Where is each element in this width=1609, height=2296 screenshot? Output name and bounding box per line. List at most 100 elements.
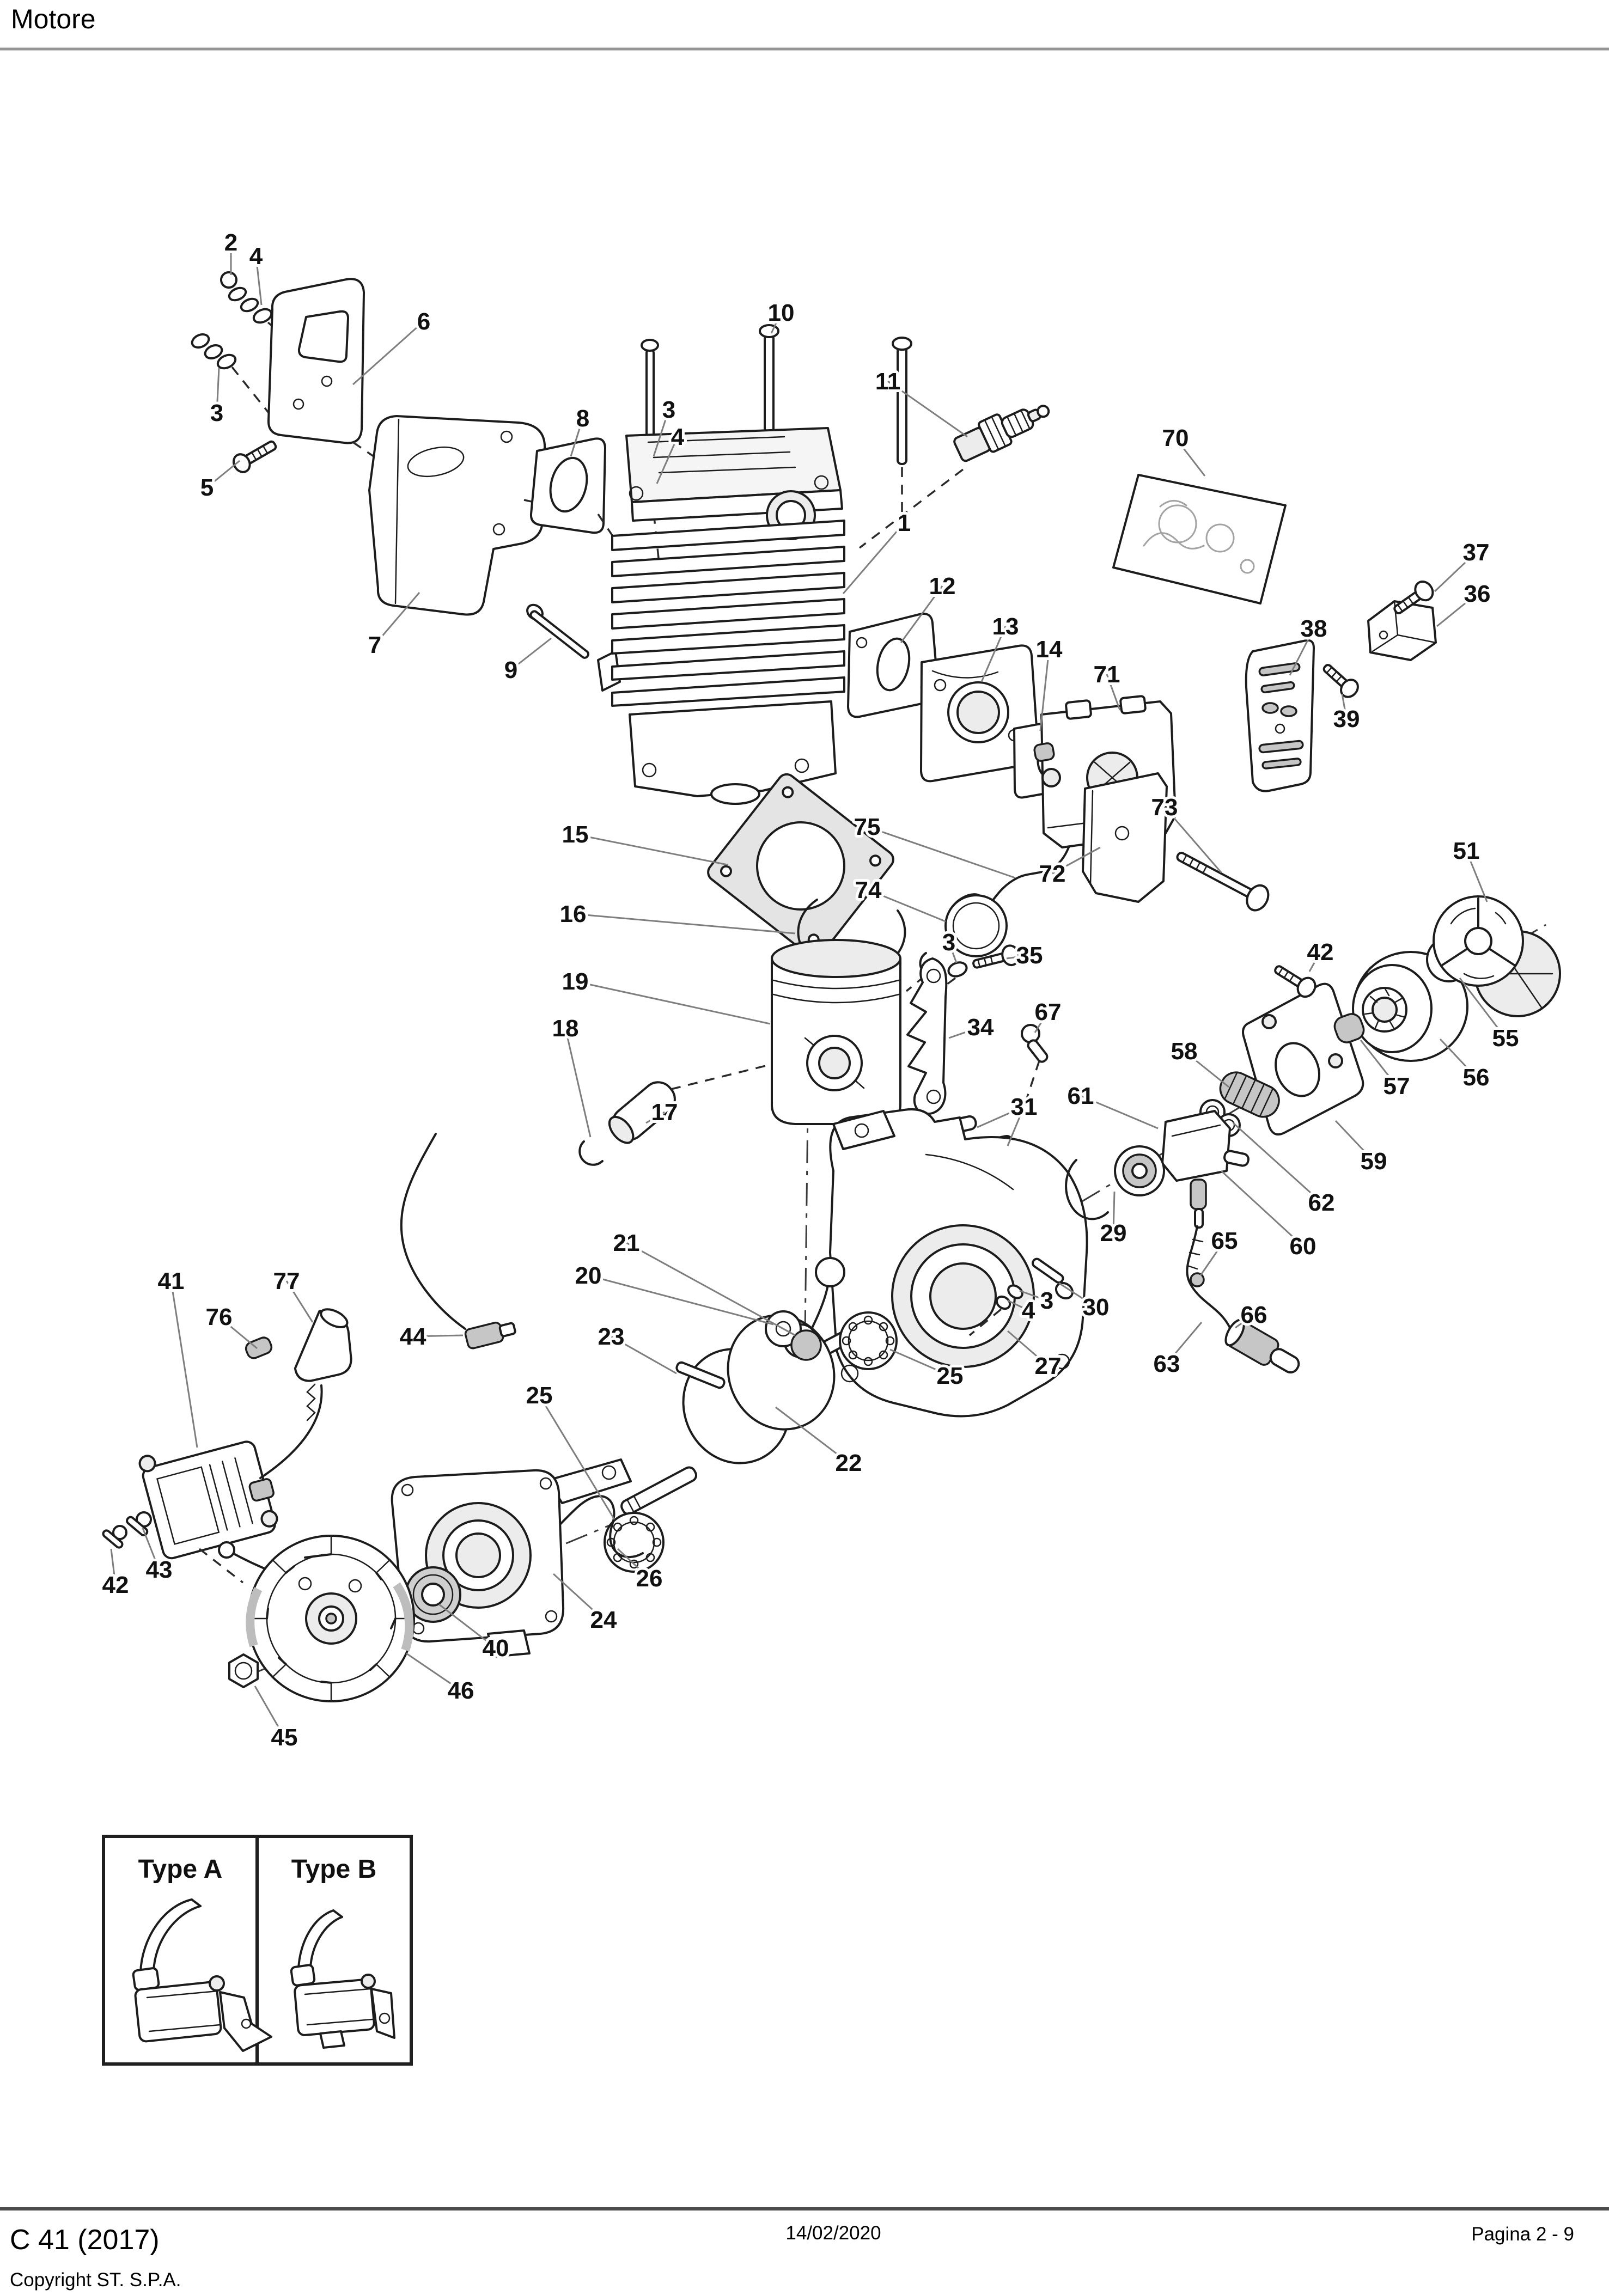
part-callout-39: 39 bbox=[1331, 693, 1362, 735]
part-number-label: 71 bbox=[1094, 661, 1120, 688]
part-number-label: 16 bbox=[560, 901, 587, 927]
type-b-coil-drawing bbox=[290, 1909, 395, 2049]
leader-line bbox=[1007, 1106, 1025, 1146]
part-callout-24: 24 bbox=[552, 1573, 620, 1636]
footer-page-number: Pagina 2 - 9 bbox=[1471, 2224, 1574, 2245]
leader-line bbox=[110, 1548, 117, 1585]
leader-line bbox=[588, 1274, 774, 1326]
screw-39 bbox=[1322, 664, 1359, 698]
part-number-label: 35 bbox=[1016, 942, 1043, 969]
leader-line bbox=[206, 460, 240, 488]
part-callout-65: 65 bbox=[1199, 1225, 1240, 1276]
chain-catcher-34 bbox=[906, 957, 948, 1115]
leader-line bbox=[842, 522, 905, 594]
part-number-label: 2 bbox=[224, 229, 237, 256]
screw-30-set bbox=[968, 1257, 1074, 1336]
part-number-label: 55 bbox=[1492, 1025, 1519, 1052]
part-number-label: 3 bbox=[662, 396, 675, 423]
leader-line bbox=[1184, 1050, 1229, 1088]
part-callout-14: 14 bbox=[1033, 633, 1065, 731]
part-number-label: 15 bbox=[562, 821, 589, 848]
part-number-label: 65 bbox=[1211, 1228, 1238, 1254]
part-callout-22: 22 bbox=[775, 1406, 864, 1479]
leader-line bbox=[1052, 846, 1101, 875]
part-callout-44: 44 bbox=[397, 1321, 464, 1353]
leader-line bbox=[980, 626, 1007, 682]
type-a-label: Type A bbox=[138, 1855, 223, 1884]
guard-plate-38 bbox=[1245, 639, 1315, 792]
leader-line bbox=[1166, 1322, 1203, 1364]
piston-assembly bbox=[578, 773, 940, 1166]
part-number-label: 11 bbox=[875, 368, 901, 395]
leader-line bbox=[254, 1686, 285, 1738]
exhaust-gasket-8 bbox=[529, 437, 606, 534]
part-callout-3: 3 bbox=[208, 368, 226, 429]
part-number-label: 19 bbox=[562, 968, 589, 995]
part-callout-16: 16 bbox=[557, 898, 796, 935]
part-callout-25: 25 bbox=[889, 1348, 966, 1392]
part-callout-58: 58 bbox=[1168, 1035, 1229, 1088]
leader-line bbox=[1235, 1314, 1254, 1329]
leader-line bbox=[570, 418, 584, 457]
footer-model: C 41 (2017) bbox=[10, 2224, 160, 2256]
part-number-label: 5 bbox=[200, 474, 214, 501]
leader-line bbox=[887, 380, 968, 438]
part-callout-42: 42 bbox=[1305, 936, 1336, 972]
part-callout-59: 59 bbox=[1334, 1120, 1389, 1177]
part-callout-41: 41 bbox=[155, 1265, 198, 1448]
part-number-label: 42 bbox=[1307, 939, 1334, 966]
crankcase-24 bbox=[391, 1458, 632, 1658]
part-callout-51: 51 bbox=[1450, 835, 1488, 902]
part-callout-55: 55 bbox=[1459, 978, 1521, 1054]
leader-line bbox=[510, 637, 552, 671]
screw-73 bbox=[1176, 852, 1270, 912]
intake-assembly bbox=[847, 613, 1270, 957]
spark-plug-11 bbox=[953, 405, 1050, 462]
part-number-label: 18 bbox=[552, 1015, 579, 1042]
part-callout-25: 25 bbox=[523, 1379, 615, 1520]
part-callout-57: 57 bbox=[1360, 1040, 1412, 1102]
part-callout-31: 31 bbox=[977, 1091, 1040, 1146]
connector-44 bbox=[464, 1321, 516, 1349]
part-callout-72: 72 bbox=[1037, 846, 1101, 890]
part-callout-56: 56 bbox=[1439, 1038, 1492, 1094]
part-number-label: 34 bbox=[967, 1014, 994, 1041]
part-number-label: 29 bbox=[1100, 1220, 1127, 1247]
cover-plate-assembly bbox=[191, 271, 412, 484]
engine-exploded-diagram: 2463578934101117012131471373638391575737… bbox=[100, 227, 1561, 1754]
part-callout-76: 76 bbox=[203, 1301, 258, 1349]
part-number-label: 40 bbox=[483, 1635, 509, 1662]
leader-line bbox=[1007, 1299, 1029, 1311]
leader-line bbox=[575, 833, 728, 866]
part-number-label: 46 bbox=[448, 1677, 474, 1704]
leader-line bbox=[1006, 954, 1030, 960]
leader-line bbox=[538, 1395, 615, 1520]
leader-line bbox=[1334, 1120, 1375, 1162]
type-variant-box: Type A Type B bbox=[102, 1835, 413, 2066]
part-number-label: 21 bbox=[613, 1230, 640, 1256]
part-number-label: 67 bbox=[1035, 999, 1062, 1025]
gasket-sheet-70 bbox=[1112, 474, 1287, 604]
leader-line bbox=[406, 1652, 461, 1692]
leader-line bbox=[775, 1406, 849, 1464]
leader-line bbox=[1434, 551, 1477, 593]
leader-line bbox=[900, 585, 943, 643]
part-callout-66: 66 bbox=[1235, 1299, 1270, 1331]
leader-line bbox=[1220, 1170, 1304, 1247]
part-number-label: 70 bbox=[1162, 425, 1189, 451]
vent-65 bbox=[1190, 1272, 1205, 1287]
leader-line bbox=[977, 1106, 1025, 1128]
part-number-label: 75 bbox=[854, 814, 881, 840]
leader-line bbox=[575, 980, 771, 1025]
lead-wire-44 bbox=[400, 1133, 466, 1330]
part-number-label: 3 bbox=[210, 400, 223, 426]
leader-line bbox=[626, 1242, 796, 1336]
part-callout-3: 3 bbox=[940, 926, 958, 963]
part-number-label: 13 bbox=[992, 613, 1019, 640]
pin-23 bbox=[675, 1361, 726, 1389]
leader-line bbox=[948, 1026, 981, 1039]
leader-line bbox=[1439, 1038, 1477, 1078]
wrist-pin-17 bbox=[608, 1081, 676, 1144]
part-callout-73: 73 bbox=[1149, 791, 1222, 873]
